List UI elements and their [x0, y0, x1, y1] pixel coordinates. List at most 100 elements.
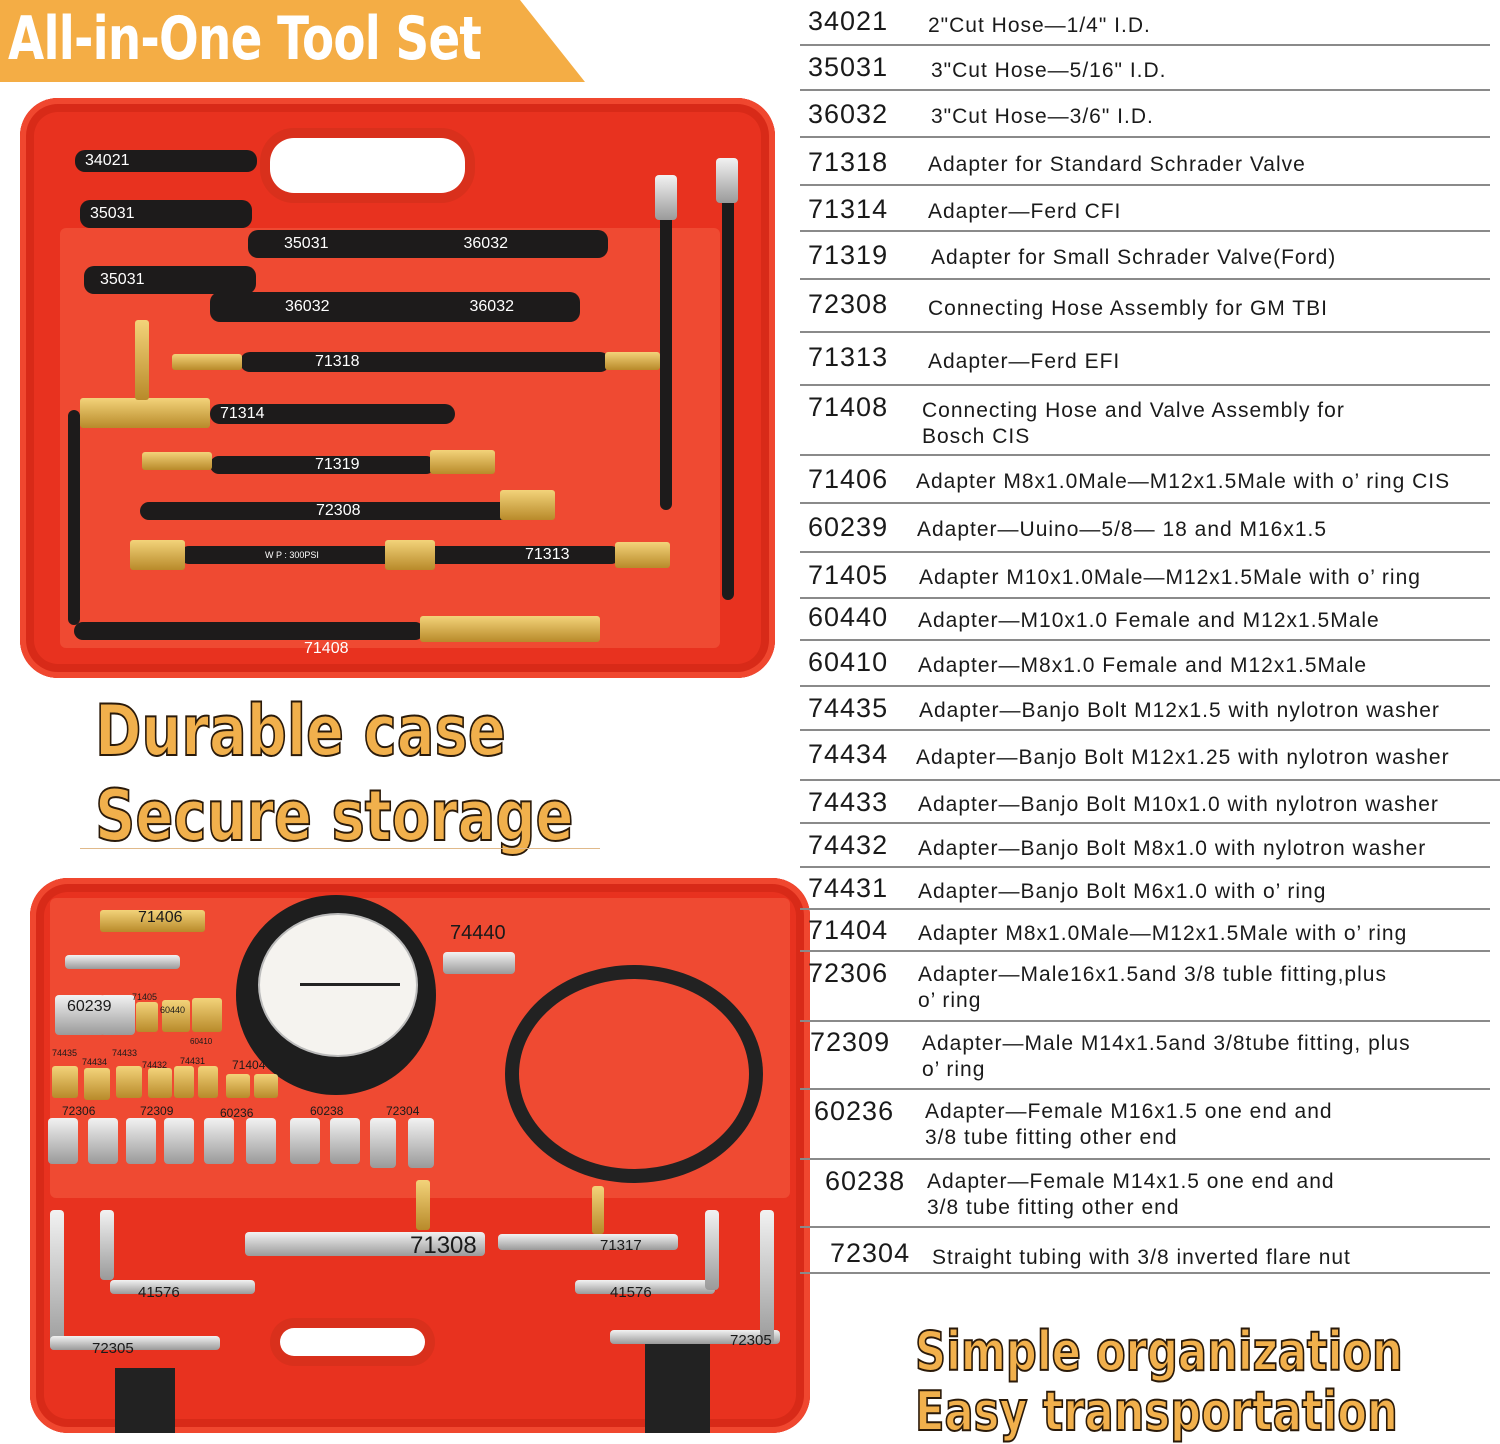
divider	[80, 848, 600, 849]
tee-71317	[498, 1234, 678, 1250]
case-latch	[645, 1333, 710, 1433]
part-code: 74434	[808, 739, 889, 769]
part-code: 60239	[808, 512, 889, 542]
pressure-gauge	[236, 895, 436, 1095]
slogan-durable-case: Durable case	[94, 689, 506, 773]
label-74431: 74431	[180, 1056, 206, 1066]
elbow-72305	[50, 1210, 64, 1350]
label-41576-right: 41576	[610, 1284, 652, 1301]
gauge-face	[258, 913, 418, 1057]
hose-vertical	[722, 170, 734, 600]
gauge-valve	[443, 952, 515, 974]
label-71405: 71405	[132, 992, 158, 1002]
label-72305-left: 72305	[92, 1340, 134, 1357]
hose-vertical	[660, 180, 672, 510]
part-code: 72308	[808, 289, 889, 319]
gauge-needle	[300, 983, 400, 986]
label-72309: 72309	[140, 1104, 174, 1118]
tee-71308	[245, 1232, 485, 1256]
part-description: Adapter for Small Schrader Valve(Ford)	[931, 246, 1337, 269]
hose-34021: 34021	[75, 150, 257, 172]
part-code: 71314	[808, 194, 889, 224]
adapter	[65, 955, 180, 969]
tube-fitting	[126, 1118, 156, 1164]
title-banner	[0, 0, 585, 82]
hose-71318: 71318	[240, 352, 610, 372]
adapter-60239	[100, 995, 135, 1035]
tee-fitting	[500, 490, 555, 520]
hose-end	[655, 175, 677, 220]
tube-fitting	[204, 1118, 234, 1164]
elbow-41576	[110, 1280, 255, 1294]
elbow-72305	[610, 1330, 780, 1344]
part-description: Adapter for Standard Schrader Valve	[928, 153, 1306, 176]
case-handle	[270, 138, 465, 193]
label-60238: 60238	[310, 1104, 344, 1118]
label-72306: 72306	[62, 1104, 96, 1118]
tee-stem	[592, 1186, 604, 1234]
hose-35031: 35031	[80, 200, 252, 228]
adapter-71404	[226, 1074, 250, 1098]
tube-fitting	[164, 1118, 194, 1164]
part-code: 71408	[808, 392, 889, 422]
banjo-bolt	[148, 1068, 172, 1098]
slogan-secure-storage: Secure storage	[94, 774, 574, 858]
adapter-60410	[192, 998, 222, 1032]
adapter-60239	[55, 995, 105, 1035]
label-60440: 60440	[160, 1005, 186, 1015]
tube-fitting	[88, 1118, 118, 1164]
part-code: 72304	[830, 1238, 911, 1268]
list-item: 72309 Adapter—Male M14x1.5and 3/8tube fit…	[800, 1022, 1490, 1090]
tube-fitting	[246, 1118, 276, 1164]
tee-stem	[416, 1180, 430, 1230]
part-code: 71405	[808, 560, 889, 590]
part-description: Adapter M10x1.0Male—M12x1.5Male with o’ …	[919, 566, 1421, 589]
part-description: Adapter—Banjo Bolt M8x1.0 with nylotron …	[918, 837, 1427, 860]
part-description: Adapter M8x1.0Male—M12x1.5Male with o’ r…	[916, 470, 1451, 493]
tee-fitting	[385, 540, 435, 570]
part-code: 71404	[808, 915, 889, 945]
part-description: Adapter—Ferd EFI	[928, 350, 1121, 373]
part-code: 71313	[808, 342, 889, 372]
part-description: Adapter—Female M14x1.5 one end and 3/8 t…	[927, 1170, 1335, 1219]
part-code: 74433	[808, 787, 889, 817]
banjo-bolt	[116, 1066, 142, 1098]
adapter-71406	[100, 910, 205, 932]
hose-end	[716, 158, 738, 203]
straight-tubing	[370, 1118, 396, 1168]
elbow-41576	[705, 1210, 719, 1290]
adapter-71404	[254, 1074, 278, 1098]
part-description: Adapter—Male M14x1.5and 3/8tube fitting,…	[922, 1032, 1411, 1081]
part-code: 72309	[810, 1027, 891, 1057]
part-code: 60440	[808, 602, 889, 632]
elbow-41576	[100, 1210, 114, 1280]
elbow-41576	[575, 1280, 715, 1294]
part-description: Adapter—Male16x1.5and 3/8 tuble fitting,…	[918, 963, 1387, 1012]
part-code: 74431	[808, 873, 889, 903]
part-description: Adapter—Banjo Bolt M12x1.25 with nylotro…	[916, 746, 1450, 769]
fitting	[172, 354, 242, 370]
fitting	[130, 540, 185, 570]
fitting	[430, 450, 495, 474]
elbow-72305	[50, 1336, 220, 1350]
label-74433: 74433	[112, 1048, 138, 1058]
part-code: 35031	[808, 52, 889, 82]
case-latch	[115, 1368, 175, 1433]
part-description: Adapter—Uuino—5/8— 18 and M16x1.5	[917, 518, 1328, 541]
hose-coil	[505, 965, 763, 1183]
tee-fitting	[80, 398, 210, 428]
